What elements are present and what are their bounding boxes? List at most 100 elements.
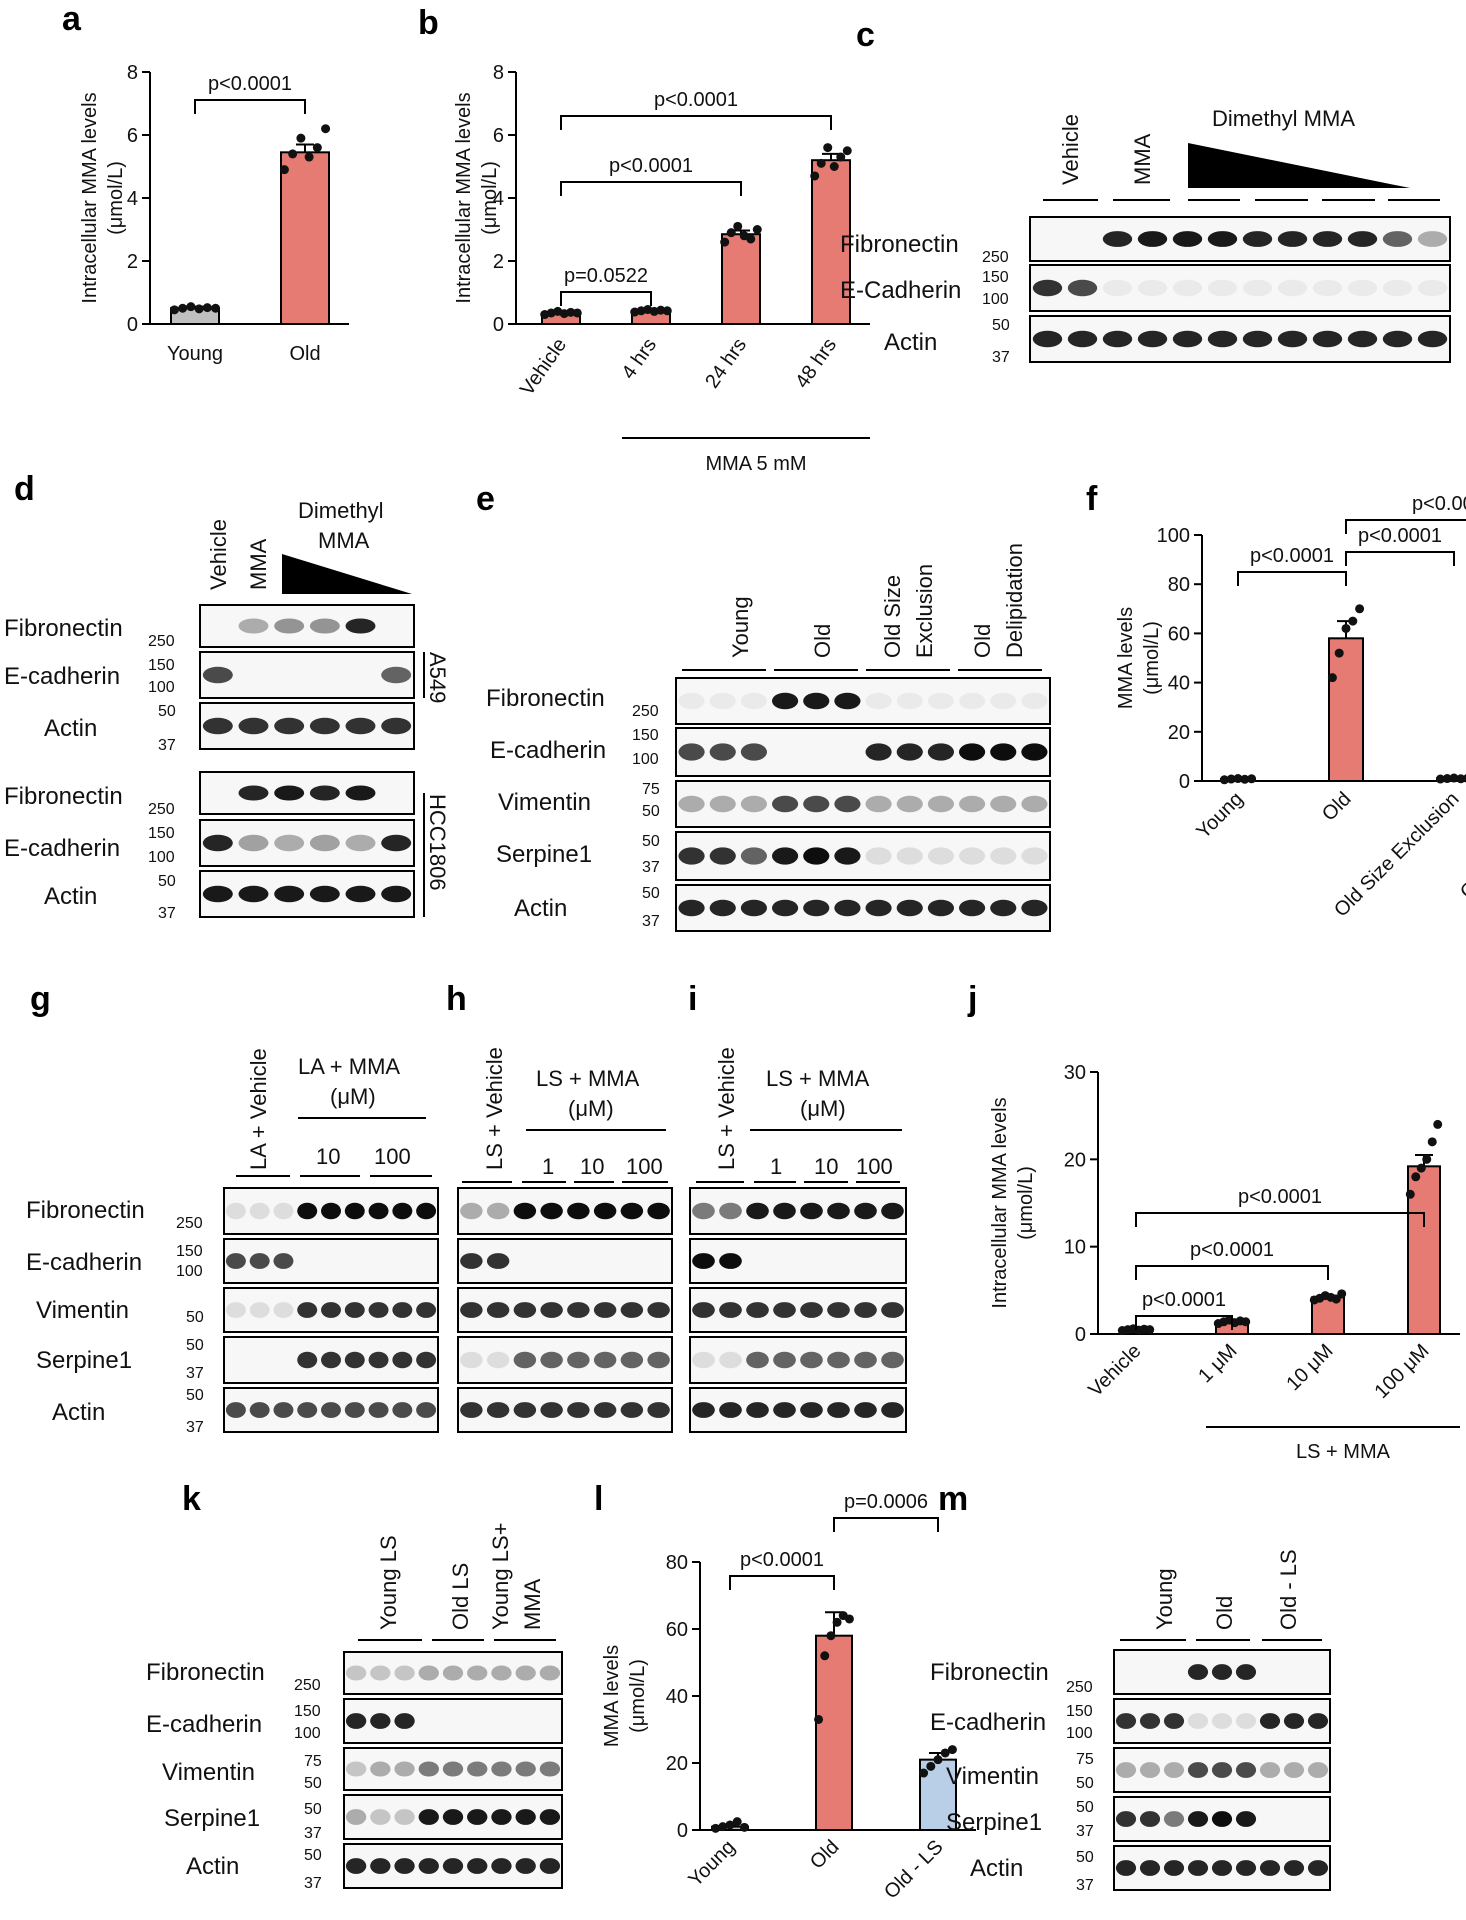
mw-marker: 37 bbox=[642, 913, 660, 930]
blot-band bbox=[740, 847, 768, 865]
y-tick-label: 20 bbox=[1168, 722, 1190, 744]
blot-band bbox=[238, 785, 269, 801]
blot-band bbox=[834, 847, 861, 865]
blot-band bbox=[442, 1809, 464, 1825]
y-tick-label: 80 bbox=[666, 1552, 688, 1574]
blot-band bbox=[746, 1402, 769, 1418]
blot-band bbox=[1417, 279, 1448, 297]
blot-band bbox=[740, 899, 768, 917]
panel-letter-g: g bbox=[30, 980, 51, 1018]
blot-band bbox=[827, 1302, 850, 1318]
mw-marker: 50 bbox=[1076, 1775, 1094, 1792]
blot-band bbox=[392, 1302, 413, 1318]
blot-band bbox=[827, 1351, 850, 1369]
data-point bbox=[169, 305, 179, 315]
blot-band bbox=[1382, 231, 1413, 247]
blot-band bbox=[678, 743, 705, 761]
panel-letter-c: c bbox=[856, 16, 875, 54]
blot-band bbox=[865, 743, 892, 761]
row-label: Serpine1 bbox=[496, 841, 592, 868]
data-point bbox=[746, 234, 756, 244]
blot-band bbox=[881, 1402, 904, 1418]
significance-bracket bbox=[560, 181, 742, 196]
blot-band bbox=[1382, 279, 1413, 297]
y-tick-label: 8 bbox=[493, 62, 504, 84]
blot-band bbox=[927, 692, 955, 710]
blot-band bbox=[1235, 1713, 1257, 1729]
blot-band bbox=[274, 717, 305, 735]
blot-band bbox=[771, 692, 799, 710]
blot-band bbox=[1172, 279, 1203, 297]
blot-band bbox=[1207, 231, 1238, 247]
blot-band bbox=[309, 834, 340, 852]
row-label: E-cadherin bbox=[490, 737, 606, 764]
mw-marker: 37 bbox=[642, 859, 660, 876]
row-label: Actin bbox=[44, 715, 97, 742]
row-label: Fibronectin bbox=[4, 783, 123, 810]
x-tick-label: 24 hrs bbox=[701, 334, 751, 392]
blot-band bbox=[1235, 1811, 1257, 1827]
data-point bbox=[732, 1817, 742, 1827]
blot-band bbox=[1172, 330, 1203, 348]
blot-band bbox=[827, 1202, 850, 1220]
mw-marker: 50 bbox=[158, 703, 176, 720]
blot-band bbox=[297, 1351, 318, 1369]
blot-band bbox=[513, 1202, 537, 1220]
data-point bbox=[933, 1755, 943, 1765]
blot-row-ecadherin-a549 bbox=[199, 651, 415, 699]
lane-header-young: Young bbox=[1152, 1568, 1177, 1630]
p-value-label: p<0.0001 bbox=[1358, 525, 1442, 547]
mw-marker: 50 bbox=[642, 885, 660, 902]
mw-marker: 37 bbox=[304, 1875, 322, 1892]
blot-band bbox=[460, 1253, 483, 1269]
blot-band bbox=[249, 1253, 270, 1269]
significance-bracket bbox=[833, 1517, 939, 1532]
blot-band bbox=[896, 847, 923, 865]
data-point bbox=[279, 165, 289, 175]
blot-band bbox=[392, 1351, 413, 1369]
mw-marker: 150 bbox=[176, 1243, 203, 1260]
blot-band bbox=[1417, 330, 1448, 348]
blot-band bbox=[467, 1858, 488, 1874]
blot-band bbox=[418, 1761, 439, 1777]
blot-band bbox=[442, 1858, 464, 1874]
lane-header-vehicle: LS + Vehicle bbox=[714, 1047, 739, 1170]
panel-letter-f: f bbox=[1086, 480, 1098, 518]
blot-band bbox=[491, 1761, 512, 1777]
blot-band bbox=[1283, 1860, 1305, 1876]
lane-header-vehicle: Vehicle bbox=[206, 519, 231, 590]
x-tick-label: Young bbox=[1192, 788, 1247, 843]
blot-band bbox=[539, 1761, 561, 1777]
blot-band bbox=[1021, 743, 1048, 761]
blot-band bbox=[370, 1713, 391, 1729]
data-point bbox=[1341, 623, 1351, 633]
blot-band bbox=[321, 1351, 341, 1369]
blot-band bbox=[539, 1858, 561, 1874]
blot-band bbox=[273, 1302, 294, 1318]
blot-band bbox=[249, 1302, 270, 1318]
mw-marker: 37 bbox=[1076, 1877, 1094, 1894]
blot-band bbox=[567, 1202, 590, 1220]
p-value-label: p<0.0001 bbox=[654, 89, 738, 111]
mw-marker: 100 bbox=[982, 291, 1009, 308]
x-tick-label: Young bbox=[167, 343, 223, 365]
panel-letter-b: b bbox=[418, 4, 439, 42]
data-point bbox=[202, 303, 212, 313]
blot-band bbox=[692, 1202, 715, 1220]
data-point bbox=[304, 152, 314, 162]
blot-band bbox=[297, 1202, 318, 1220]
blot-band bbox=[1235, 1860, 1257, 1876]
blot-band bbox=[491, 1809, 512, 1825]
y-axis-label-unit: (μmol/L) bbox=[1015, 1166, 1037, 1240]
mw-marker: 150 bbox=[1066, 1703, 1093, 1720]
blot-bands bbox=[202, 231, 1448, 1876]
blot-band bbox=[345, 618, 376, 634]
y-axis-label-unit: (μmol/L) bbox=[1141, 621, 1163, 695]
data-point bbox=[842, 146, 852, 156]
p-value-label: p=0.0006 bbox=[844, 1491, 928, 1513]
mw-marker: 100 bbox=[148, 849, 175, 866]
group-label: MMA 5 mM bbox=[705, 453, 806, 475]
data-point bbox=[662, 306, 672, 316]
blot-band bbox=[990, 899, 1017, 917]
